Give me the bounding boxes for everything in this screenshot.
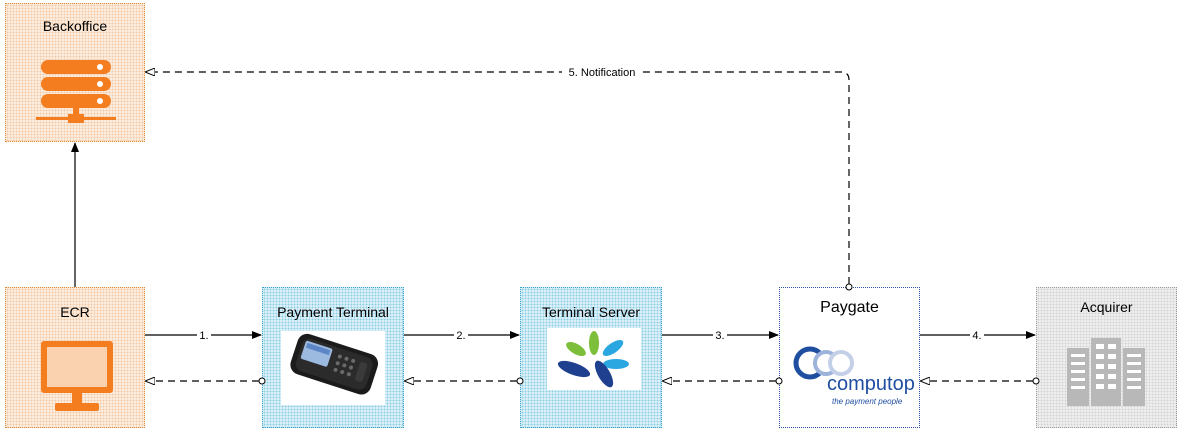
edge-label-5: 5. Notification <box>569 67 636 79</box>
node-title-payment-terminal: Payment Terminal <box>277 304 389 320</box>
computop-logo-tagline: the payment people <box>832 397 903 406</box>
edge-label-1: 1. <box>199 330 208 342</box>
edge-step-1: 1. <box>145 328 262 342</box>
node-title-acquirer: Acquirer <box>1080 299 1133 315</box>
return-edge-paygate-to-server <box>663 378 783 384</box>
office-building-icon <box>1067 338 1145 406</box>
edge-label-2: 2. <box>456 330 465 342</box>
node-title-backoffice: Backoffice <box>42 18 108 34</box>
edge-step-2: 2. <box>404 328 520 342</box>
node-acquirer: Acquirer <box>1036 287 1177 428</box>
server-rack-icon <box>36 60 116 123</box>
node-terminal-server: Terminal Server <box>520 287 662 428</box>
computop-logo-icon <box>793 346 854 380</box>
return-edge-terminal-to-ecr <box>146 378 266 384</box>
node-ecr: ECR <box>5 287 145 428</box>
edge-label-4: 4. <box>972 330 981 342</box>
monitor-icon <box>41 341 113 411</box>
return-edge-server-to-terminal <box>405 378 524 384</box>
edge-step-3: 3. <box>662 328 779 342</box>
edge-step-4: 4. <box>920 328 1036 342</box>
node-payment-terminal: Payment Terminal <box>262 287 404 428</box>
return-edge-acquirer-to-paygate <box>921 378 1040 384</box>
edge-step-5-notification: 5. Notification <box>146 65 853 291</box>
computop-logo-text: computop <box>827 373 915 395</box>
edge-label-3: 3. <box>715 330 724 342</box>
node-title-ecr: ECR <box>60 304 90 320</box>
flower-logo-icon <box>547 328 641 390</box>
card-terminal-device-icon <box>281 331 385 405</box>
node-paygate: Paygate computop the payment people <box>779 287 920 428</box>
node-backoffice: Backoffice <box>5 3 145 142</box>
node-title-terminal-server: Terminal Server <box>541 304 641 320</box>
node-title-paygate: Paygate <box>820 299 879 316</box>
